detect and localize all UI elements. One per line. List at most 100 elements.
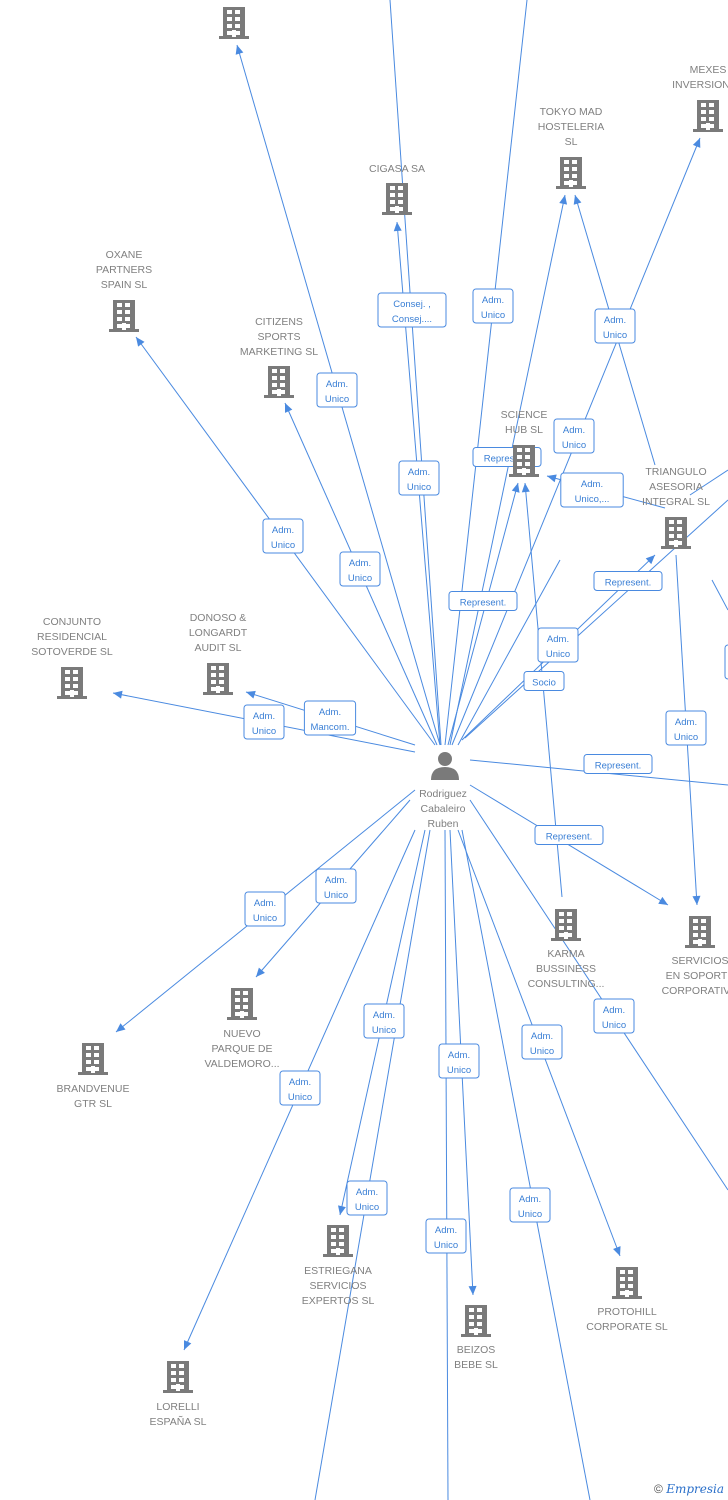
edge-label[interactable]: Adm.Unico <box>553 418 595 454</box>
edge-label-box[interactable] <box>316 372 358 408</box>
node-mexes[interactable]: MEXESINVERSIONES <box>672 64 728 132</box>
building-icon[interactable] <box>556 157 586 189</box>
edge-label-box[interactable] <box>377 292 447 328</box>
edge-label[interactable]: Adm.Unico <box>521 1024 563 1060</box>
edge-label[interactable]: Adm.Unico <box>363 1003 405 1039</box>
edge-label[interactable]: Represent. <box>593 571 663 591</box>
edge-label-box[interactable] <box>279 1070 321 1106</box>
edge-label-box[interactable] <box>593 998 635 1034</box>
edge-label[interactable]: Represent. <box>583 754 653 774</box>
edge-label[interactable]: Adm.Unico <box>243 704 285 740</box>
building-icon[interactable] <box>461 1305 491 1337</box>
building-icon[interactable] <box>693 100 723 132</box>
edge-label-box[interactable] <box>346 1180 388 1216</box>
building-icon[interactable] <box>163 1361 193 1393</box>
copyright-symbol: © <box>654 1482 663 1496</box>
building-icon[interactable] <box>323 1225 353 1257</box>
building-icon[interactable] <box>203 663 233 695</box>
edge-label-box[interactable] <box>425 1218 467 1254</box>
edge-label[interactable]: Adm.Unico <box>665 710 707 746</box>
edge-label[interactable]: Adm.Unico <box>244 891 286 927</box>
building-icon[interactable] <box>509 445 539 477</box>
edge-label-box[interactable] <box>472 288 514 324</box>
brand-logo[interactable]: Empresia <box>666 1482 724 1496</box>
edge-label-box[interactable] <box>593 571 663 591</box>
edge-label[interactable]: Represent. <box>448 591 518 611</box>
edge-label[interactable]: Consej. ,Consej.... <box>377 292 447 328</box>
edge-label-box[interactable] <box>583 754 653 774</box>
edge-label[interactable]: Adm.Unico <box>316 372 358 408</box>
edge-label[interactable]: Adm.Unico <box>425 1218 467 1254</box>
edge-label[interactable]: Adm.Unico <box>339 551 381 587</box>
node-label: ESTRIEGANA <box>304 1265 372 1277</box>
edge-label[interactable]: Adm.Mancom. <box>303 700 357 736</box>
edge-label[interactable]: Adm.Unico <box>346 1180 388 1216</box>
building-icon[interactable] <box>551 909 581 941</box>
edge-label-box[interactable] <box>724 644 728 680</box>
edge-label[interactable]: Adm.Unico <box>594 308 636 344</box>
node-top[interactable] <box>219 7 249 39</box>
edge-label-box[interactable] <box>553 418 595 454</box>
building-icon[interactable] <box>612 1267 642 1299</box>
arrowhead-icon <box>235 45 244 55</box>
building-icon[interactable] <box>78 1043 108 1075</box>
edge-label[interactable]: Adm.Unico <box>472 288 514 324</box>
edge-label-box[interactable] <box>438 1043 480 1079</box>
edge-label[interactable]: Represent. <box>534 825 604 845</box>
edge-label-box[interactable] <box>448 591 518 611</box>
edge-label[interactable]: Adm.Unico <box>509 1187 551 1223</box>
edge-label-box[interactable] <box>243 704 285 740</box>
building-icon[interactable] <box>661 517 691 549</box>
edge-label-box[interactable] <box>521 1024 563 1060</box>
edge-label-box[interactable] <box>509 1187 551 1223</box>
person-icon[interactable] <box>431 752 459 780</box>
building-icon[interactable] <box>219 7 249 39</box>
edge-label[interactable]: Socio <box>523 671 565 691</box>
building-icon[interactable] <box>109 300 139 332</box>
building-icon[interactable] <box>382 183 412 215</box>
edge-label-box[interactable] <box>560 472 624 508</box>
edge-label-box[interactable] <box>534 825 604 845</box>
edge-label[interactable]: Adm.Unico <box>279 1070 321 1106</box>
building-icon[interactable] <box>685 916 715 948</box>
edge-label[interactable]: Adm.Unico <box>398 460 440 496</box>
arrowhead-icon <box>183 1340 192 1350</box>
edge-label[interactable]: Adm.Unico <box>593 998 635 1034</box>
edge-label-box[interactable] <box>363 1003 405 1039</box>
edge-label-box[interactable] <box>303 700 357 736</box>
edge-label-box[interactable] <box>665 710 707 746</box>
edge-label-box[interactable] <box>315 868 357 904</box>
node-cigasa[interactable]: CIGASA SA <box>369 163 425 215</box>
node-karma[interactable]: KARMABUSSINESSCONSULTING... <box>528 909 605 990</box>
edge-label-box[interactable] <box>398 460 440 496</box>
edge-label[interactable]: Adm.Unico <box>262 518 304 554</box>
edge-label-box[interactable] <box>523 671 565 691</box>
edge-label-box[interactable] <box>594 308 636 344</box>
edge-label[interactable]: Adm.Unico <box>537 627 579 663</box>
edge-label-box[interactable] <box>262 518 304 554</box>
edge-label-box[interactable] <box>339 551 381 587</box>
edge-label[interactable]: Adm.Unico <box>438 1043 480 1079</box>
edge-label-box[interactable] <box>244 891 286 927</box>
building-icon[interactable] <box>227 988 257 1020</box>
edge-label[interactable]: Adm.Unico,... <box>560 472 624 508</box>
edge-label-box[interactable] <box>537 627 579 663</box>
edge-label[interactable]: Adm.Unico <box>315 868 357 904</box>
building-icon[interactable] <box>264 366 294 398</box>
building-icon[interactable] <box>57 667 87 699</box>
